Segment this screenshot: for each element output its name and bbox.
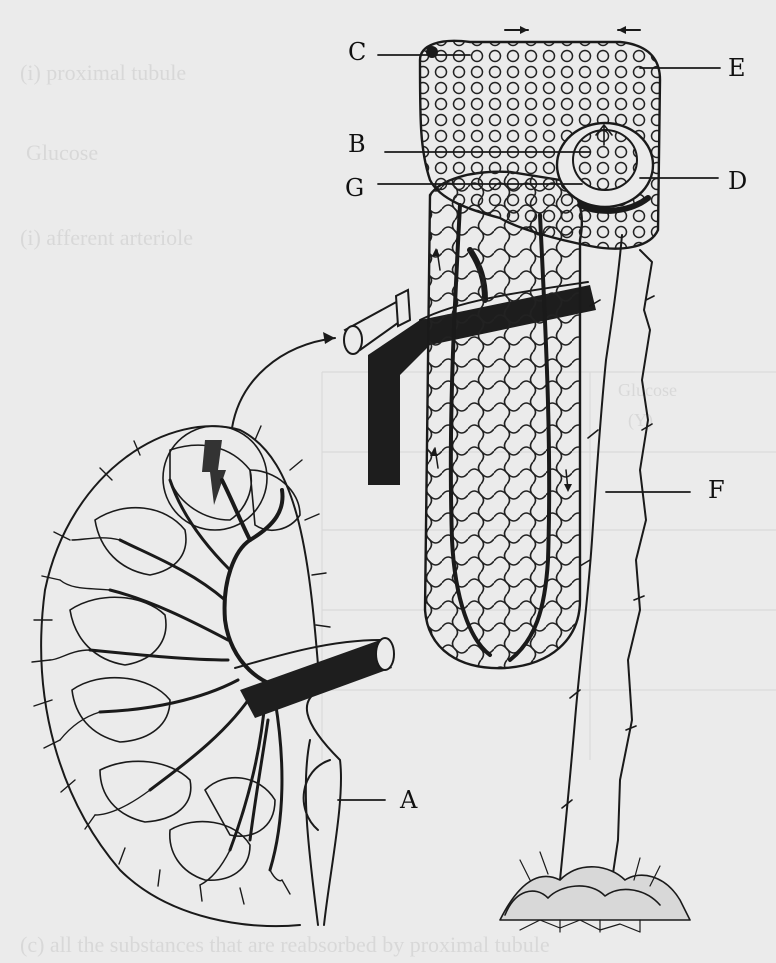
bleed-line-2: Glucose — [26, 140, 98, 165]
label-F-text: F — [708, 476, 725, 504]
glomerulus — [573, 130, 637, 190]
label-D-text: D — [728, 167, 747, 195]
label-B-text: B — [348, 130, 366, 158]
label-E-text: E — [728, 54, 746, 82]
label-A-text: A — [399, 786, 418, 814]
peritubular-capillary-network — [425, 172, 582, 668]
bleed-table-header-2: (Y) — [628, 410, 653, 431]
bleed-bottom-line: (c) all the substances that are reabsorb… — [20, 932, 550, 957]
bleed-line-1: (i) proximal tubule — [20, 60, 186, 85]
renal-papilla — [500, 852, 690, 932]
label-G-text: G — [345, 174, 364, 202]
kidney — [32, 426, 394, 926]
label-F: F — [606, 476, 725, 504]
renal-artery-cut — [376, 638, 394, 670]
label-A: A — [338, 786, 418, 814]
bleed-line-3: (i) afferent arteriole — [20, 225, 193, 250]
bleed-table-header: Glucose — [618, 380, 677, 400]
magnification-arrow — [232, 338, 335, 428]
label-C-text: C — [348, 38, 366, 66]
magnification-arrowhead — [323, 332, 335, 344]
